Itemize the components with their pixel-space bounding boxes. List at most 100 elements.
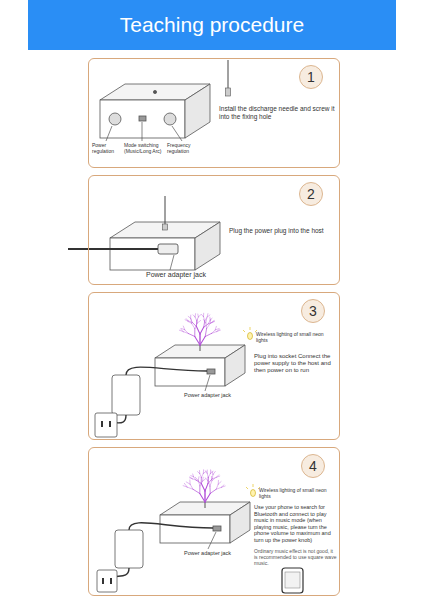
arc-spark: [208, 477, 209, 481]
arc-spark: [216, 487, 221, 489]
host-box-4: [160, 502, 250, 543]
arc-spark: [210, 318, 212, 320]
arc-spark: [203, 471, 206, 473]
arc-spark: [193, 489, 200, 493]
arc-spark: [200, 481, 203, 486]
arc-spark: [203, 313, 204, 316]
arc-spark: [188, 333, 195, 336]
jack: [207, 369, 215, 374]
box-front: [110, 238, 195, 270]
arc-spark: [200, 336, 205, 345]
phone-body: [282, 568, 303, 593]
host-box-3: [155, 345, 245, 386]
arc-spark: [215, 329, 219, 330]
callout-label: Frequency regulation: [167, 142, 201, 154]
arc-spark: [191, 323, 194, 328]
arc-spark: [207, 315, 210, 317]
instruction-text: Install the discharge needle and screw i…: [219, 105, 335, 121]
socket-slot: [109, 421, 111, 427]
instruction-text: Plug into socket Connect the power suppl…: [254, 353, 338, 375]
leader-line: [170, 255, 174, 270]
power-cable-2: [68, 244, 178, 270]
arc-spark: [187, 321, 191, 323]
leader-line: [205, 375, 210, 391]
jack: [213, 526, 221, 531]
arc-spark: [212, 478, 215, 481]
power-knob: [109, 113, 121, 125]
arc-spark: [205, 493, 210, 502]
glow-rays: [246, 484, 260, 489]
step-number: 1: [307, 69, 315, 85]
arc-spark: [195, 314, 197, 317]
arc-spark: [205, 318, 207, 323]
arc-spark: [201, 314, 203, 316]
power-adapter: [115, 530, 143, 568]
box-side: [185, 84, 210, 138]
step-panel: Plug the power plug into the host 2: [88, 175, 340, 285]
callout-label: Wireless lighting of small neon lights: [259, 487, 337, 499]
instruction-block: Plug the power plug into the host: [229, 227, 333, 235]
step-number-circle: 1: [299, 65, 323, 89]
arc-spark: [193, 315, 195, 317]
host-box-2: [110, 222, 220, 270]
discharge-needle-1: [226, 60, 231, 96]
needle: [228, 60, 229, 88]
power-adapter: [112, 375, 140, 415]
callout-label: Wireless lighting of small neon lights: [256, 331, 336, 343]
title-text: Teaching procedure: [120, 13, 304, 37]
arc-spark: [201, 483, 205, 491]
power-supply-4: [97, 523, 216, 592]
box-front: [100, 100, 185, 138]
frequency-knob: [164, 113, 176, 125]
neon-light-4: [246, 484, 260, 497]
arc-spark: [183, 326, 184, 330]
arc-spark: [189, 478, 192, 479]
socket-slot: [101, 421, 103, 427]
arc-spark: [210, 489, 216, 493]
arc-spark: [194, 477, 197, 480]
leader-line: [142, 122, 143, 141]
needle-base: [163, 224, 168, 230]
instruction-text: Use your phone to search for Bluetooth a…: [254, 504, 338, 544]
arc-spark: [191, 319, 192, 323]
callout-label: Power regulation: [92, 142, 122, 154]
arc-spark: [181, 329, 184, 332]
arc-spark: [185, 330, 188, 334]
arc-spark: [195, 477, 198, 480]
smartphone: [282, 568, 303, 593]
note-text: Ordinary music effect is not good, it is…: [254, 548, 338, 566]
fixing-hole: [153, 90, 156, 93]
power-supply-3: [95, 367, 210, 437]
arc-spark: [213, 471, 215, 474]
step-number: 4: [309, 458, 317, 474]
arc-spark: [200, 474, 202, 478]
arc-spark: [199, 470, 200, 473]
step-number-circle: 2: [299, 182, 323, 206]
arc-spark: [216, 476, 219, 477]
socket-slot: [110, 578, 112, 584]
arc-spark: [186, 319, 188, 321]
step-panel: Use your phone to search for Bluetooth a…: [88, 447, 340, 596]
step-number-circle: 3: [301, 299, 325, 323]
title-banner: Teaching procedure: [28, 0, 396, 50]
arc-spark: [191, 318, 193, 322]
callout-label: Power adapter jack: [184, 550, 231, 557]
arc-spark: [208, 481, 210, 486]
box-side: [195, 222, 220, 270]
arc-spark: [216, 475, 218, 478]
arc-spark: [192, 474, 194, 477]
discharge-needle: [205, 502, 206, 508]
neon-light-3: [243, 327, 257, 340]
arc-spark: [212, 474, 213, 479]
arc-spark: [203, 479, 206, 481]
arc-spark: [198, 315, 200, 317]
step-number: 2: [307, 186, 315, 202]
arc-spark: [217, 329, 220, 331]
arc-spark: [197, 321, 200, 324]
leader-line: [172, 126, 182, 141]
arc-spark: [210, 481, 212, 486]
callout-label: Power adapter jack: [146, 271, 206, 279]
